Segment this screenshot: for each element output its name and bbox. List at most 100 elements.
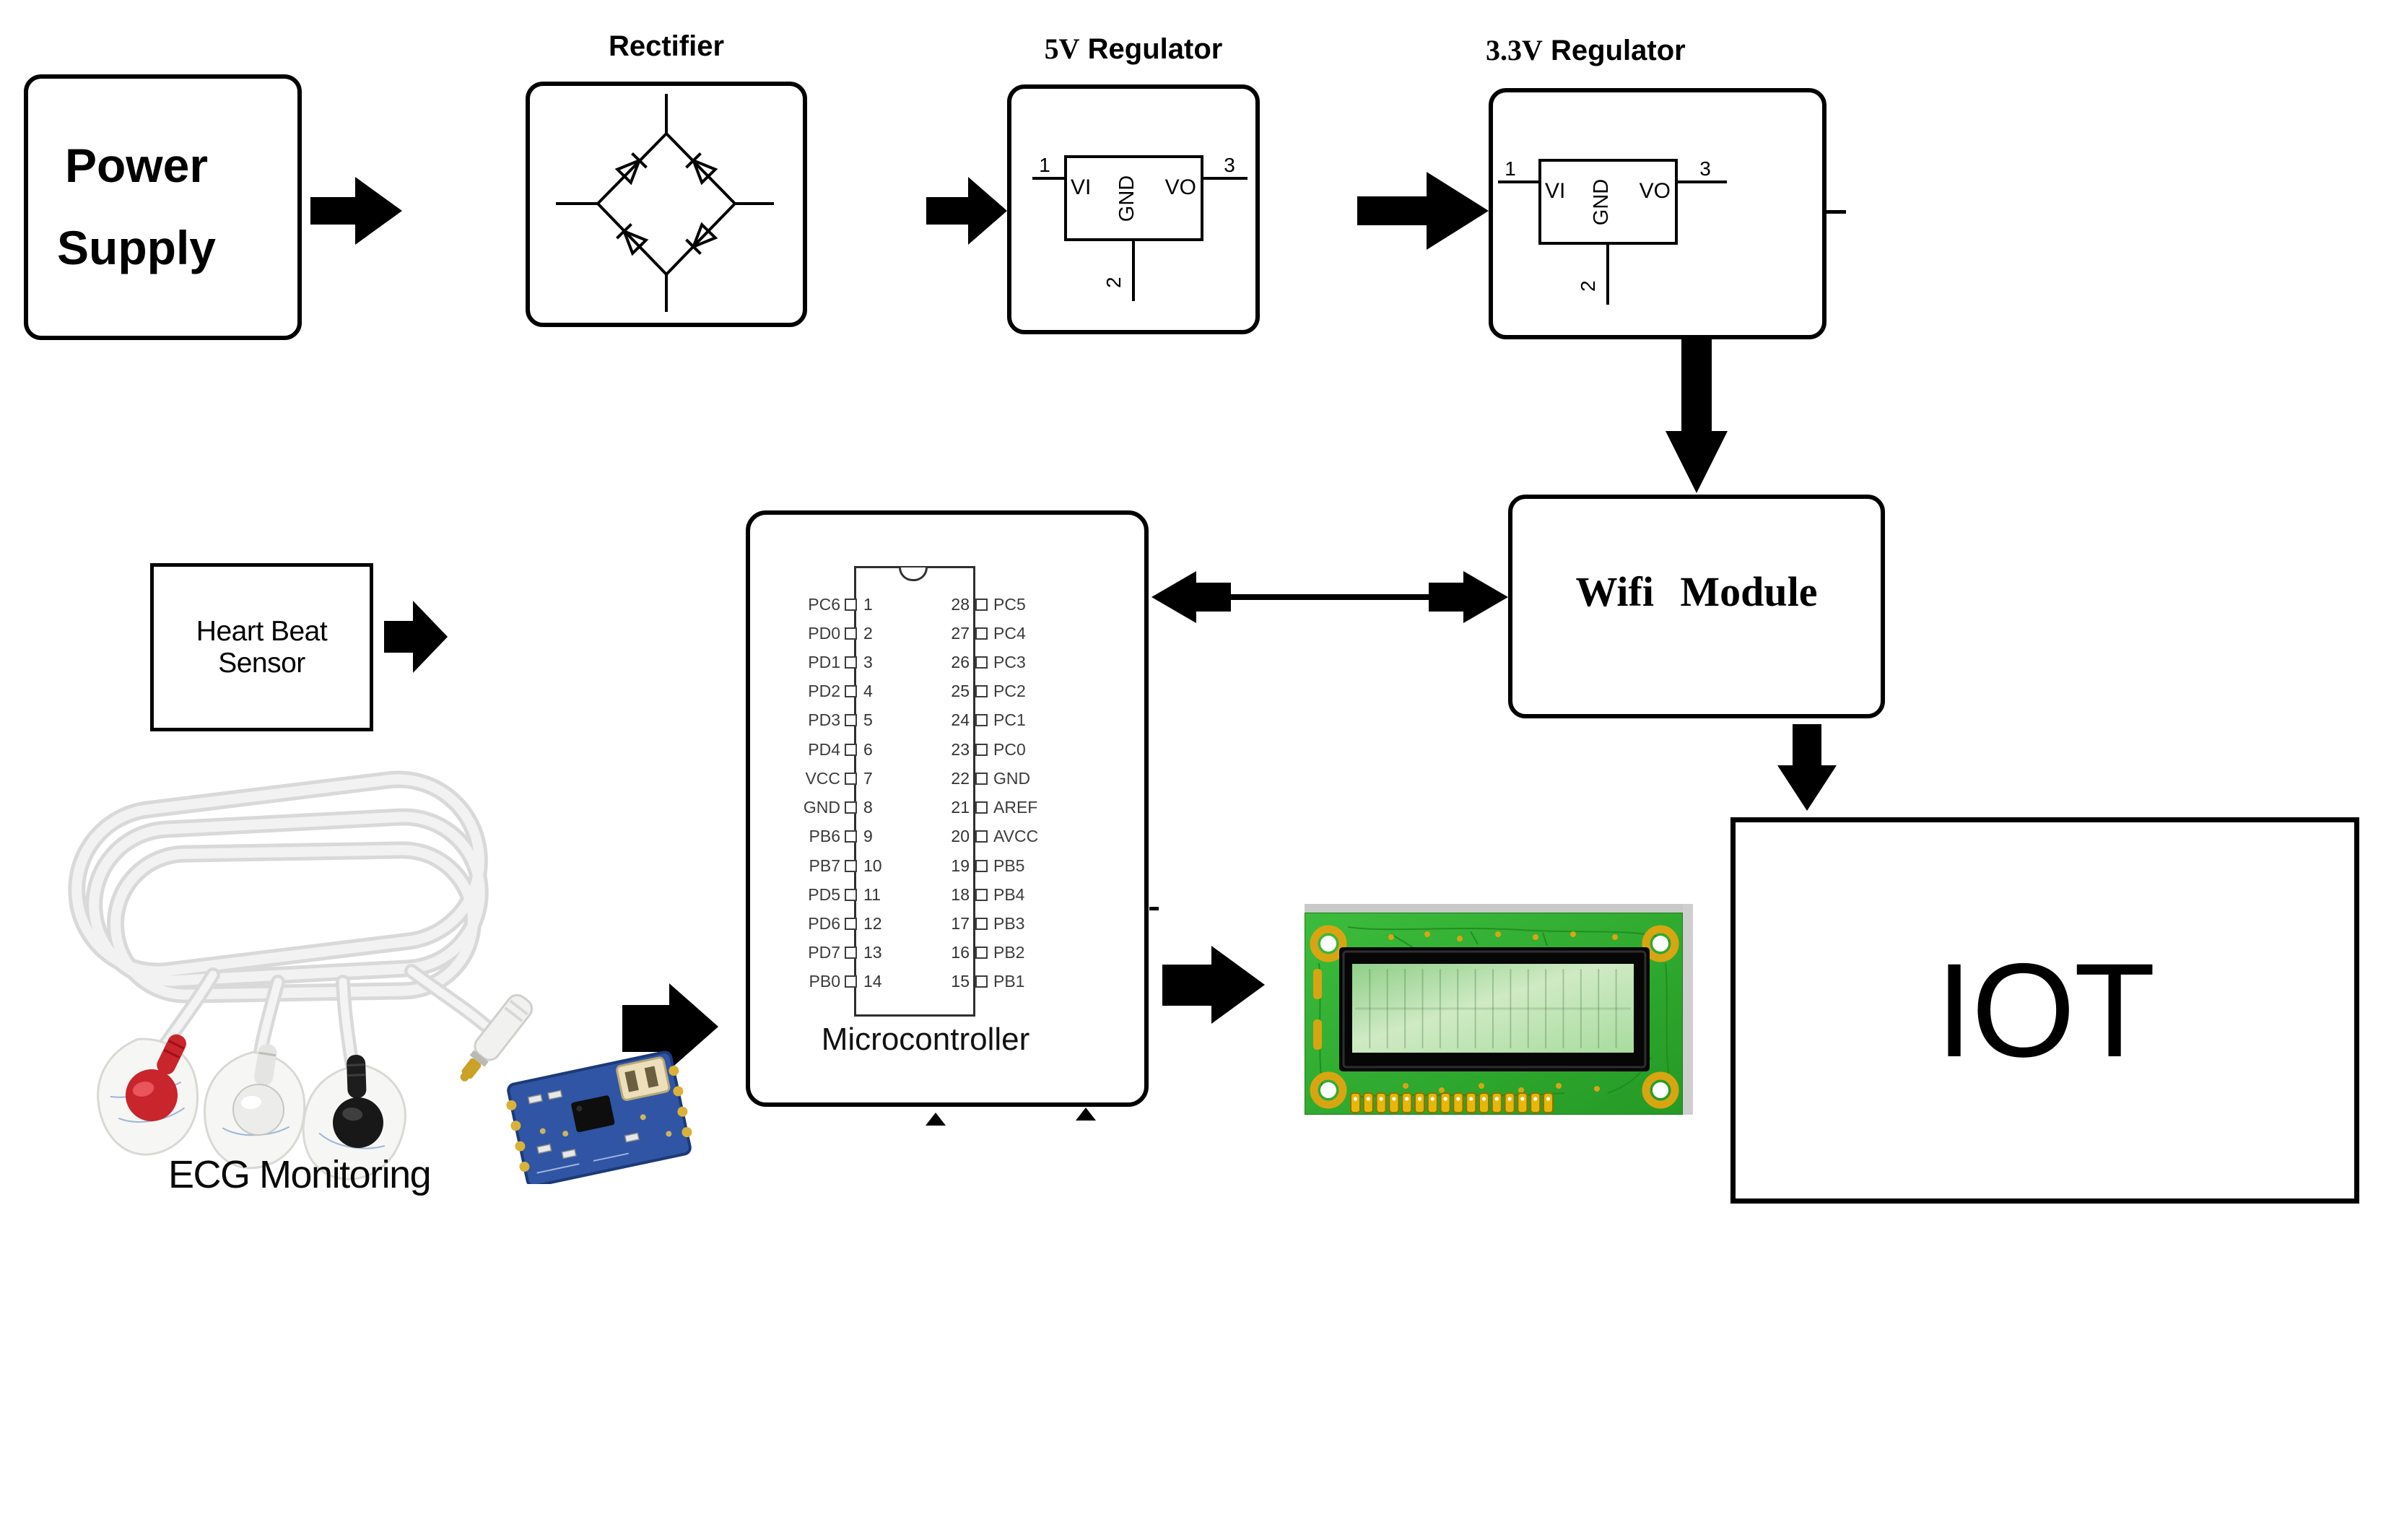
lcd-pins: [1350, 1092, 1554, 1113]
arrow-mcu-wifi-bidirectional: [1151, 571, 1508, 623]
ecg-sensor-photo: [68, 770, 692, 1184]
pin-box-icon: [845, 714, 857, 727]
reg-5v-symbol: 1 3 VI VO GND 2: [1032, 154, 1248, 301]
power-supply-line1: Power: [64, 139, 209, 193]
arrow-5v-to-3v3: [1357, 172, 1489, 250]
iot-box: IOT: [1730, 817, 2359, 1204]
reg-3v3-symbol: 1 3 VI VO GND 2: [1498, 157, 1727, 305]
pin-box-icon: [845, 743, 857, 756]
arrow-heartbeat-to-mcu: [384, 601, 448, 673]
pin-box-icon: [975, 627, 988, 640]
pin-box-icon: [845, 772, 857, 785]
iot-label: IOT: [1936, 936, 2155, 1085]
ecg-caption: ECG Monitoring: [168, 1153, 432, 1196]
lcd-module-photo: [1305, 904, 1693, 1115]
pin-box-icon: [975, 598, 988, 611]
reg-3v3-pin1-number: 1: [1505, 157, 1516, 180]
pin-box-icon: [845, 888, 857, 901]
reg-5v-pin1-number: 1: [1039, 154, 1050, 176]
ecg-jack-connector: [460, 993, 534, 1082]
pin-box-icon: [845, 975, 857, 988]
arrow-wifi-to-iot: [1777, 724, 1837, 811]
pin-box-icon: [975, 947, 988, 960]
pin-box-icon: [845, 598, 857, 611]
reg-5v-pin2-number: 2: [1102, 277, 1125, 288]
riser-arrowhead-right: [1076, 1108, 1096, 1121]
reg-3v3-title-prefix: 3.3V: [1486, 34, 1543, 66]
power-supply-label: Power Supply: [28, 125, 216, 289]
ecg-electrode-white: [204, 1043, 306, 1170]
pin-box-icon: [975, 685, 988, 698]
reg-3v3-box: [1489, 88, 1826, 339]
pin-box-icon: [845, 685, 857, 698]
rectifier-title: Rectifier: [608, 30, 725, 62]
reg-3v3-vi-label: VI: [1545, 179, 1565, 203]
reg-3v3-vo-label: VO: [1640, 179, 1671, 203]
lcd-right-shadow: [1683, 904, 1693, 1115]
reg-5v-vi-label: VI: [1071, 175, 1091, 199]
power-supply-box: Power Supply: [24, 74, 302, 340]
riser-arrowhead-left: [926, 1113, 946, 1126]
pin-box-icon: [845, 801, 857, 814]
reg-5v-pin3-number: 3: [1224, 154, 1235, 176]
pin-box-icon: [975, 830, 988, 843]
pin-box-icon: [975, 859, 988, 872]
lcd-mount-holes: [1310, 925, 1679, 1109]
arrow-rectifier-to-5v: [926, 177, 1007, 245]
arrow-mcu-to-lcd: [1162, 946, 1265, 1024]
reg-3v3-pin2-number: 2: [1577, 280, 1599, 292]
lcd-screen-columns: [1369, 969, 1617, 1048]
power-supply-line2: Supply: [57, 221, 217, 274]
pin-box-icon: [975, 656, 988, 669]
heart-beat-sensor-box: Heart Beat Sensor: [150, 563, 373, 731]
reg-5v-title: 5V Regulator: [1007, 32, 1260, 66]
reg-3v3-title: 3.3V Regulator: [1486, 33, 1686, 67]
reg-3v3-title-word: Regulator: [1551, 35, 1686, 66]
pin-box-icon: [975, 772, 988, 785]
ecg-electrode-red: [97, 1034, 199, 1156]
pin-box-icon: [845, 947, 857, 960]
lcd-pcb: [1305, 913, 1683, 1115]
bridge-rectifier-symbol: [556, 94, 774, 312]
pin-box-icon: [975, 918, 988, 931]
reg-5v-title-word: Regulator: [1087, 33, 1223, 65]
wifi-module-box: Wifi Module: [1508, 495, 1885, 718]
reg-3v3-right-tick: [1826, 210, 1846, 214]
pin-box-icon: [845, 830, 857, 843]
pin-box-icon: [845, 656, 857, 669]
pin-box-icon: [845, 627, 857, 640]
ecg-electrode-black: [302, 1055, 406, 1180]
pin-box-icon: [845, 918, 857, 931]
reg-5v-vo-label: VO: [1165, 175, 1196, 199]
lcd-top-shadow: [1305, 904, 1693, 913]
reg-5v-gnd-label: GND: [1115, 175, 1138, 222]
